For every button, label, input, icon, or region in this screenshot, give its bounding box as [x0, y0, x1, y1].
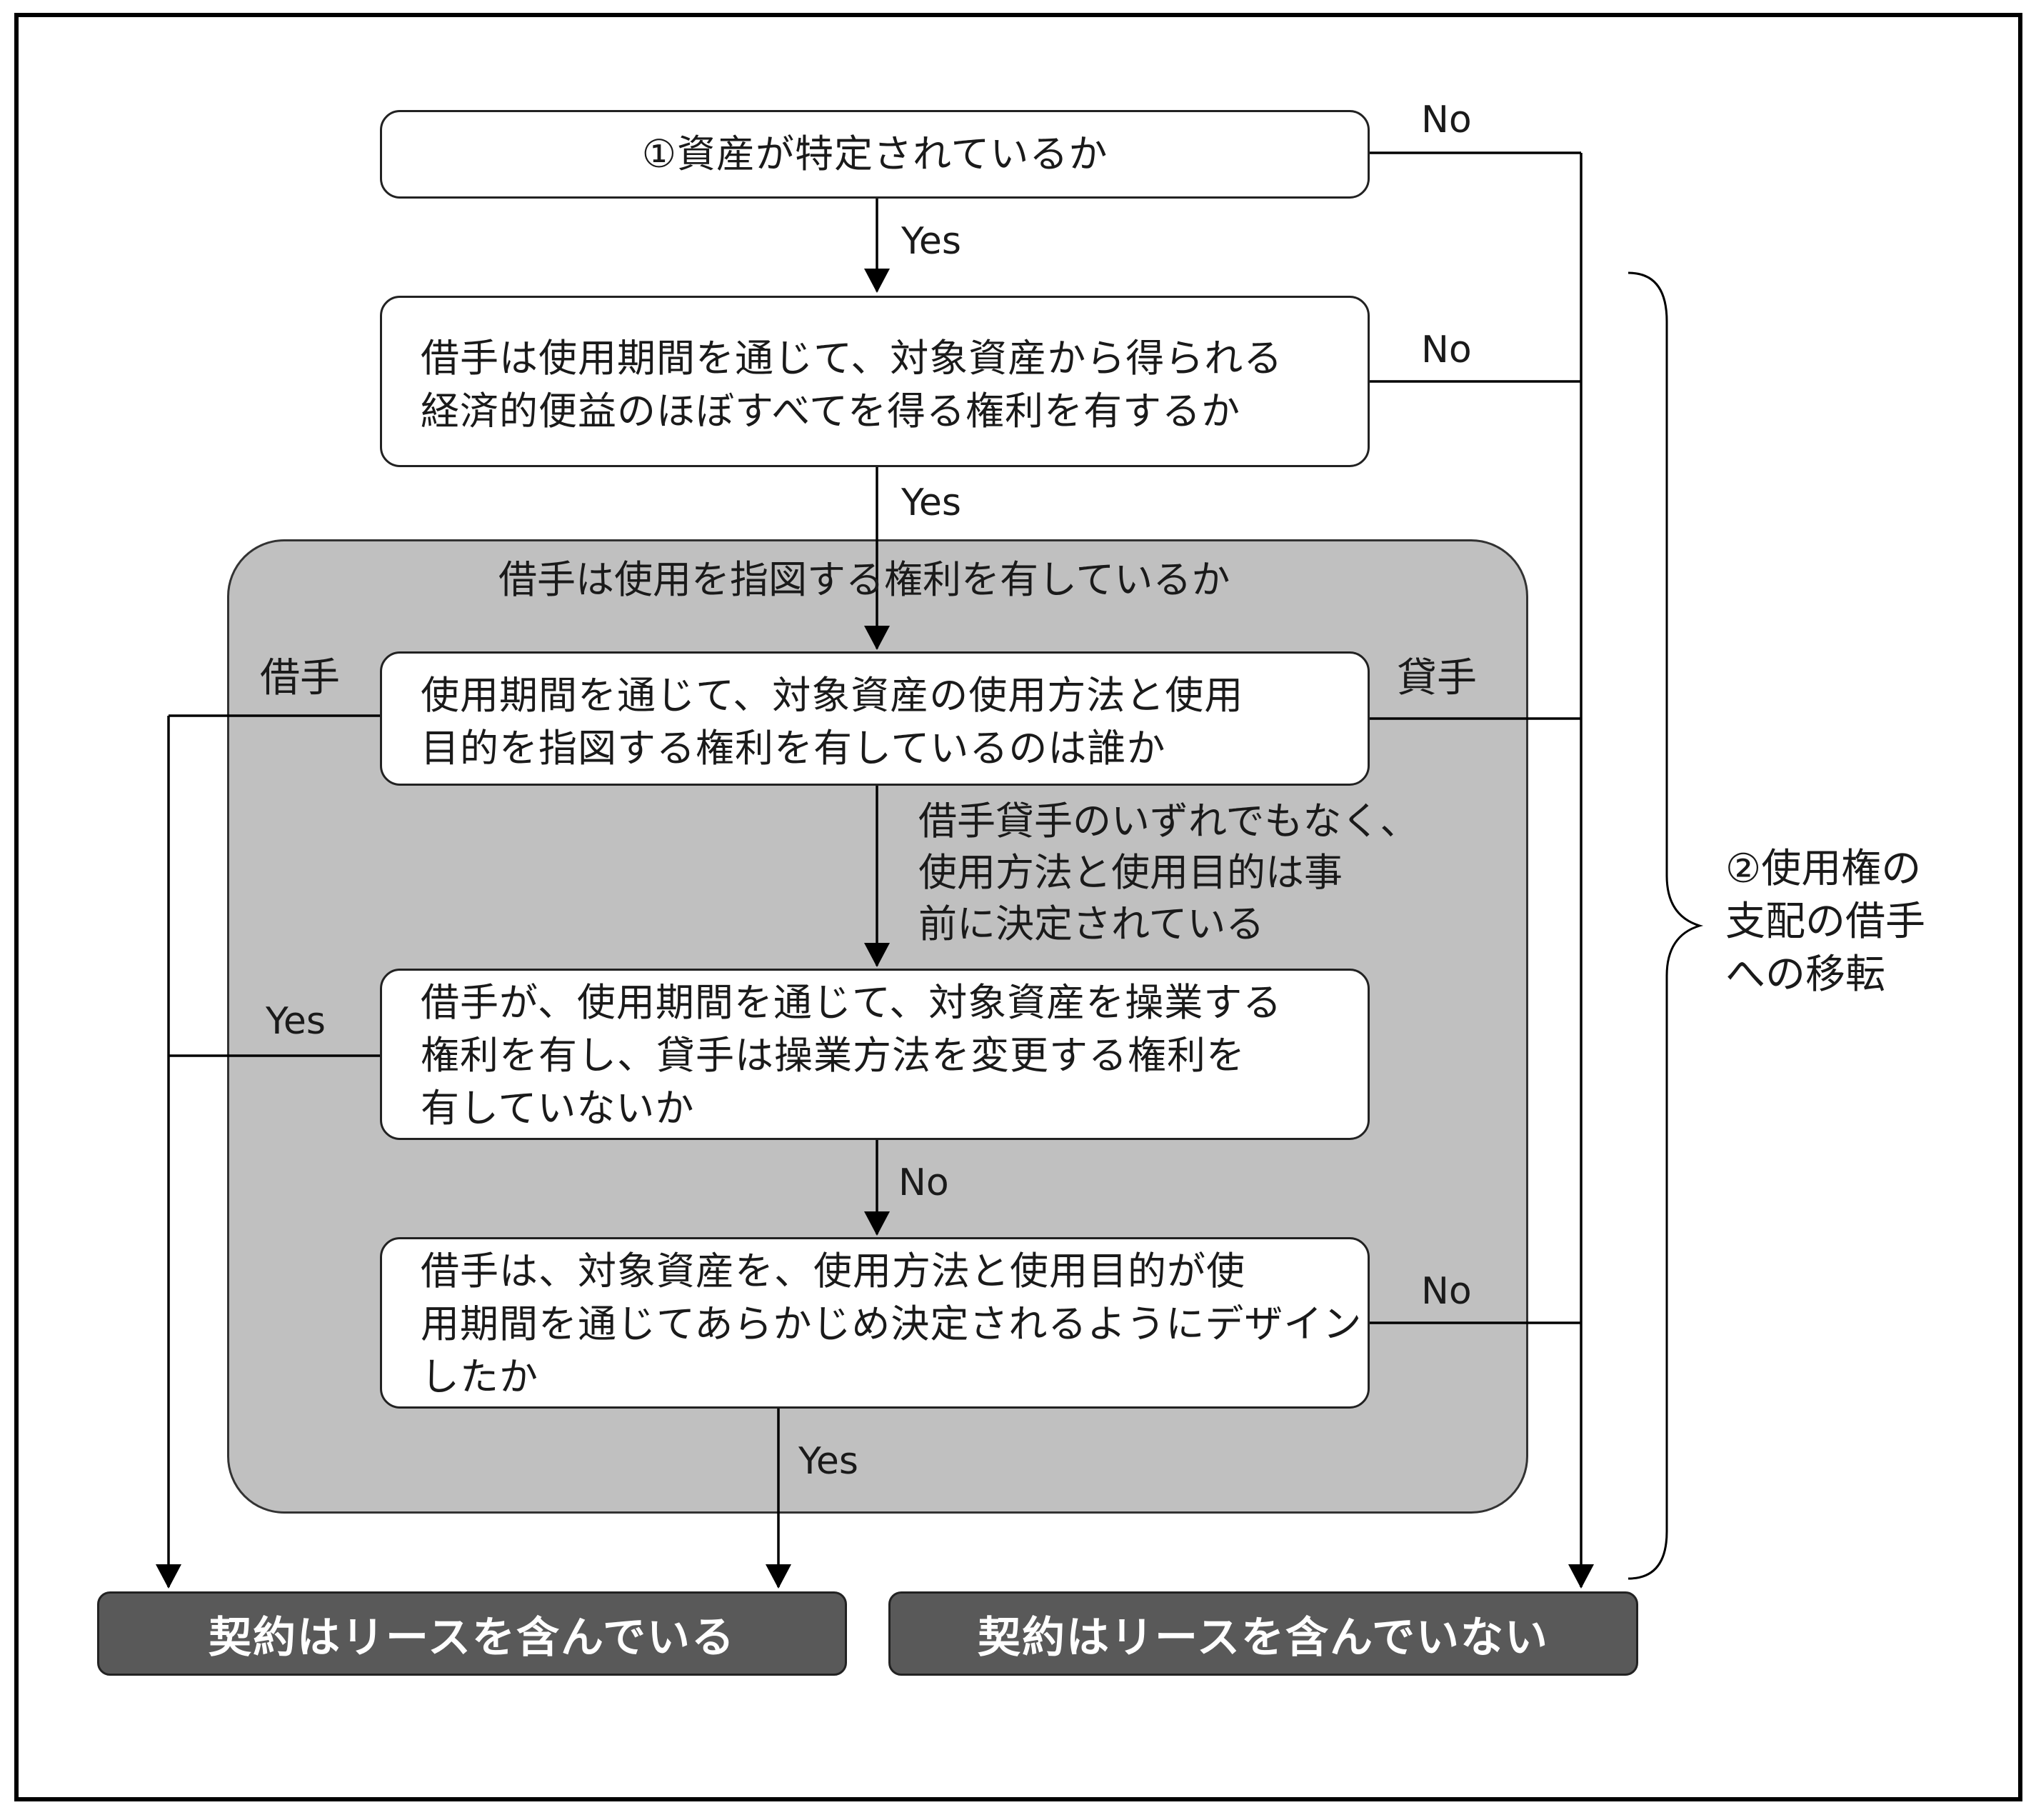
- question-asset-identified: ①資産が特定されているか: [380, 110, 1370, 199]
- label-q3-lessor: 貸手: [1397, 655, 1477, 701]
- label-q3-lessee: 借手: [260, 655, 340, 701]
- label-q1-yes: Yes: [901, 220, 961, 263]
- question-5-line-1: 借手は、対象資産を、使用方法と使用目的が使: [421, 1249, 1245, 1294]
- arrowhead-lessee: [156, 1564, 181, 1589]
- question-lessee-designed: 借手は、対象資産を、使用方法と使用目的が使 用期間を通じてあらかじめ決定されるよ…: [380, 1237, 1370, 1409]
- question-who-directs: 使用期間を通じて、対象資産の使用方法と使用 目的を指図する権利を有しているのは誰…: [380, 651, 1370, 786]
- question-economic-benefits: 借手は使用期間を通じて、対象資産から得られる 経済的便益のほぼすべてを得る権利を…: [380, 296, 1370, 467]
- region-title: 借手は使用を指図する権利を有しているか: [498, 557, 1230, 602]
- side-label-line-1: ②使用権の: [1725, 846, 1922, 892]
- arrowhead-no: [1568, 1564, 1594, 1589]
- side-label-control-transfer: ②使用権の 支配の借手 への移転: [1725, 843, 1925, 1001]
- arrowhead-q5-yes: [766, 1564, 791, 1589]
- question-lessee-operates: 借手が、使用期間を通じて、対象資産を操業する 権利を有し、貸手は操業方法を変更す…: [380, 969, 1370, 1140]
- result-contains-lease: 契約はリースを含んでいる: [97, 1591, 847, 1676]
- question-3-line-1: 使用期間を通じて、対象資産の使用方法と使用: [421, 673, 1244, 718]
- label-q1-no: No: [1421, 99, 1472, 141]
- question-5-line-3: したか: [421, 1354, 538, 1399]
- question-3-line-2: 目的を指図する権利を有しているのは誰か: [421, 726, 1166, 771]
- question-5-line-2: 用期間を通じてあらかじめ決定されるようにデザイン: [421, 1301, 1363, 1346]
- arrowhead-q4-q5: [864, 1211, 890, 1236]
- question-4-line-1: 借手が、使用期間を通じて、対象資産を操業する: [421, 980, 1283, 1025]
- predetermined-note-line-1: 借手貸手のいずれでもなく、: [918, 799, 1419, 844]
- label-q2-yes: Yes: [901, 481, 961, 524]
- predetermined-note-line-3: 前に決定されている: [918, 901, 1265, 946]
- label-q5-yes: Yes: [798, 1440, 858, 1483]
- question-4-line-3: 有していないか: [421, 1086, 695, 1131]
- label-q2-no: No: [1421, 329, 1472, 371]
- question-4-line-2: 権利を有し、貸手は操業方法を変更する権利を: [421, 1033, 1245, 1078]
- label-q4-no: No: [898, 1161, 949, 1204]
- predetermined-note: 借手貸手のいずれでもなく、 使用方法と使用目的は事 前に決定されている: [918, 796, 1418, 950]
- result-no-lease: 契約はリースを含んでいない: [888, 1591, 1638, 1676]
- predetermined-note-line-2: 使用方法と使用目的は事: [918, 850, 1343, 895]
- arrowhead-q3-q4: [864, 943, 890, 967]
- side-label-line-2: 支配の借手: [1725, 899, 1925, 945]
- scope-brace: [1628, 271, 1704, 1580]
- arrowhead-q2-q3: [864, 626, 890, 650]
- label-q4-yes: Yes: [266, 1000, 326, 1043]
- question-2-line-2: 経済的便益のほぼすべてを得る権利を有するか: [421, 389, 1240, 434]
- arrowhead-q1-q2: [864, 269, 890, 293]
- label-q5-no: No: [1421, 1270, 1472, 1313]
- question-2-line-1: 借手は使用期間を通じて、対象資産から得られる: [421, 336, 1283, 381]
- side-label-line-3: への移転: [1725, 951, 1885, 998]
- question-1-text: ①資産が特定されているか: [641, 131, 1108, 176]
- diagram-frame: [14, 13, 2022, 1801]
